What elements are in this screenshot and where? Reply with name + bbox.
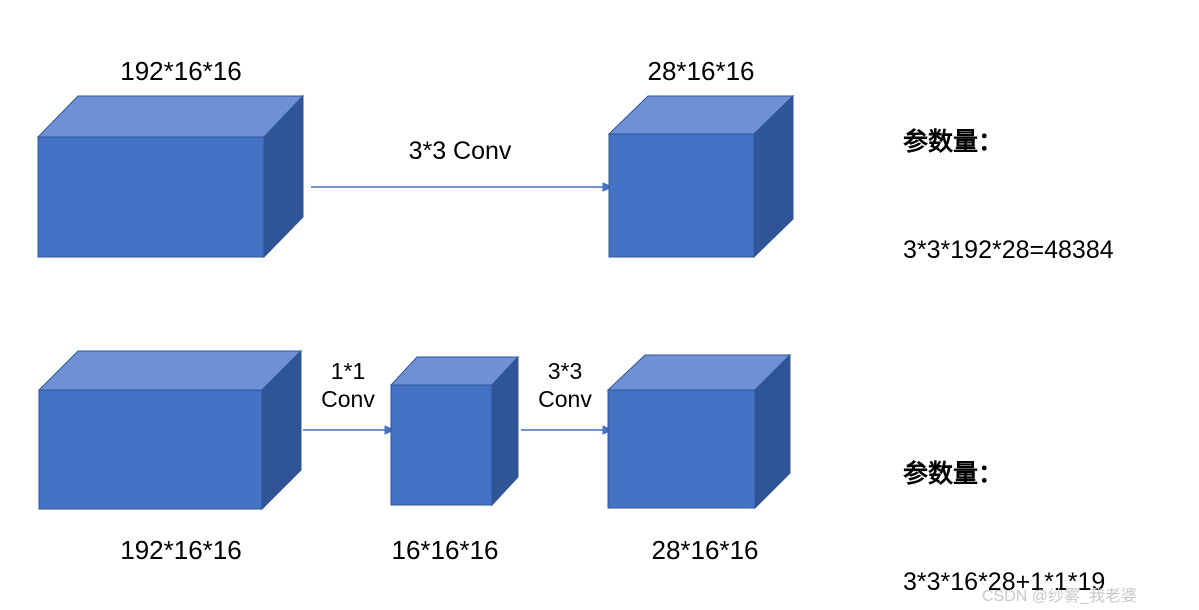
- cuboid-bottom-output-front-face: [607, 389, 756, 509]
- cuboid-top-input-front-face: [37, 136, 265, 258]
- cuboid-top-output-front-face: [608, 133, 755, 258]
- label-top-conv: 3*3 Conv: [408, 137, 512, 165]
- label-bottom-output-dims: 28*16*16: [651, 535, 759, 565]
- cuboid-top-output: [607, 94, 795, 259]
- params-bottom-block: 参数量： 3*3*16*28+1*1*19 2*16=7104: [903, 384, 1199, 610]
- label-top-output-dims: 28*16*16: [647, 56, 755, 86]
- cuboid-bottom-input: [37, 349, 303, 511]
- cuboid-bottom-output: [606, 353, 792, 510]
- cuboid-bottom-input-top-face: [37, 350, 303, 391]
- params-top-block: 参数量： 3*3*192*28=48384: [903, 52, 1199, 340]
- params-top-title: 参数量：: [903, 128, 1004, 156]
- cuboid-top-input: [36, 94, 305, 259]
- params-bottom-title: 参数量：: [903, 460, 1004, 488]
- params-bottom-line1: 3*3*16*28+1*1*19: [903, 568, 1106, 596]
- params-top-line1: 3*3*192*28=48384: [903, 236, 1114, 264]
- label-bottom-conv-3x3-line2: Conv: [538, 386, 592, 412]
- cuboid-bottom-input-front-face: [38, 389, 263, 510]
- cuboid-bottom-middle: [389, 355, 520, 507]
- cuboid-bottom-middle-front-face: [390, 384, 493, 506]
- label-bottom-input-dims: 192*16*16: [120, 535, 242, 565]
- label-bottom-conv-3x3-line1: 3*3: [547, 358, 583, 384]
- csdn-watermark: CSDN @纱雾_我老婆: [982, 588, 1137, 605]
- label-bottom-conv-1x1-line1: 1*1: [330, 358, 366, 384]
- label-bottom-conv-1x1-line2: Conv: [321, 386, 375, 412]
- label-top-input-dims: 192*16*16: [120, 56, 242, 86]
- cuboid-top-input-top-face: [36, 95, 305, 138]
- label-bottom-middle-dims: 16*16*16: [391, 535, 499, 565]
